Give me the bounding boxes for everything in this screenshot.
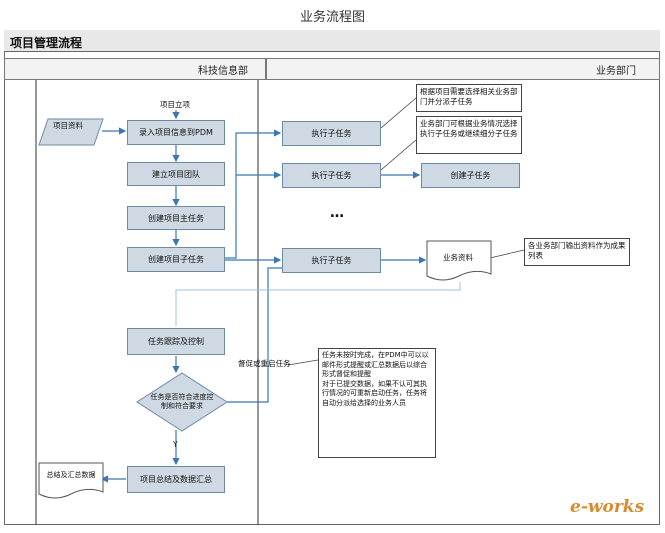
report-doc-shape[interactable] [38,462,104,502]
eworks-logo: e-works [570,497,644,517]
decision-no-label: 督促或重启任务 [238,359,291,368]
lane-header-right [266,58,660,80]
decision-label: 任务是否符合进度控制和符合要求 [150,393,214,410]
input-doc-shape[interactable] [38,118,104,146]
report-doc-label: 总结及汇总数据 [46,471,96,479]
eworks-logo-text: e-works [570,497,645,517]
note-output-list: 各业务部门输出资料作为成果列表 [524,238,630,266]
lane-header-left [4,58,266,80]
exec-subtask-box-2[interactable]: 执行子任务 [282,163,381,188]
page-title: 业务流程图 [299,10,365,25]
note-reminder: 任务未按时完成，在PDM中可以以邮件形式提醒或汇总数据后以综合形式督促和提醒 对… [318,348,436,458]
biz-doc-label: 业务资料 [443,253,473,262]
lane-label-right: 业务部门 [596,66,636,77]
create-child-task-box[interactable]: 创建子任务 [421,163,520,188]
ellipsis: … [330,205,344,221]
decision-yes-label: Y [173,440,178,449]
note-biz-dept: 业务部门可根据业务情况选择执行子任务或继续细分子任务 [416,116,522,154]
input-doc-label: 项目资料 [53,121,83,130]
section-header [4,30,660,52]
start-label: 项目立项 [160,100,190,109]
enter-pdm-box[interactable]: 录入项目信息到PDM [127,120,225,145]
create-sub-task-box[interactable]: 创建项目子任务 [127,247,225,272]
note-assign-subtask: 根据项目需要选择相关业务部门并分派子任务 [416,84,522,112]
create-main-task-box[interactable]: 创建项目主任务 [127,206,225,230]
lane-label-left: 科技信息部 [198,66,248,77]
track-control-box[interactable]: 任务跟踪及控制 [127,328,225,355]
decision-diamond[interactable] [136,372,228,432]
build-team-box[interactable]: 建立项目团队 [127,162,225,186]
biz-doc-shape[interactable] [426,240,492,284]
section-title: 项目管理流程 [10,36,83,50]
exec-subtask-box-1[interactable]: 执行子任务 [282,121,381,146]
summary-box[interactable]: 项目总结及数据汇总 [127,466,225,493]
exec-subtask-box-3[interactable]: 执行子任务 [282,248,381,273]
